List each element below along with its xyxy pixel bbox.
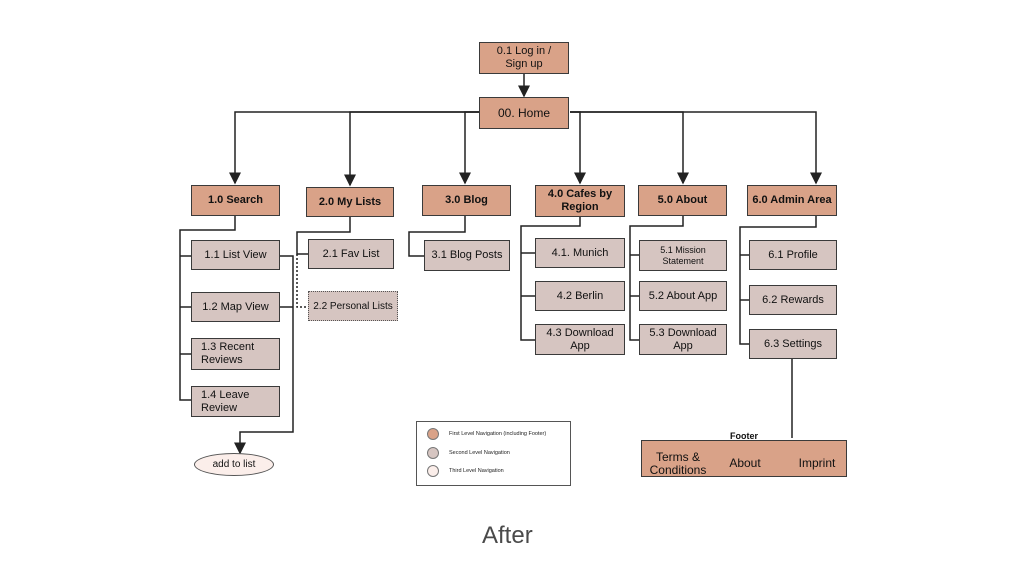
- node-blog: 3.0 Blog: [422, 185, 511, 216]
- footer-label: Footer: [730, 431, 758, 441]
- legend-item-third: Third Level Navigation: [427, 465, 504, 477]
- edge-mylists-personal: [296, 254, 308, 308]
- node-addtolist: add to list: [194, 453, 274, 476]
- node-settings: 6.3 Settings: [749, 329, 837, 359]
- edge-home-blog: [459, 111, 480, 185]
- node-munich: 4.1. Munich: [535, 238, 625, 268]
- node-download5: 5.3 Download App: [639, 324, 727, 355]
- footer-item-imprint: Imprint: [798, 456, 836, 470]
- legend-text-third: Third Level Navigation: [449, 468, 504, 474]
- edge-search-bus: [179, 215, 236, 401]
- legend-item-first: First Level Navigation (including Footer…: [427, 428, 546, 440]
- edge-list-addtolist: [234, 255, 294, 455]
- node-about: 5.0 About: [638, 185, 727, 216]
- node-berlin: 4.2 Berlin: [535, 281, 625, 311]
- edge-home-mylists: [344, 111, 480, 187]
- legend-text-first: First Level Navigation (including Footer…: [449, 431, 547, 437]
- node-recent: 1.3 Recent Reviews: [191, 338, 280, 370]
- legend: First Level Navigation (including Footer…: [416, 421, 571, 486]
- node-profile: 6.1 Profile: [749, 240, 837, 270]
- caption: After: [482, 522, 533, 549]
- edge-blog-posts: [408, 215, 466, 257]
- node-listview: 1.1 List View: [191, 240, 280, 270]
- footer-bar: Terms & Conditions About Imprint: [641, 440, 847, 477]
- node-download4: 4.3 Download App: [535, 324, 625, 355]
- edge-mylists-fav: [296, 217, 351, 255]
- legend-item-second: Second Level Navigation: [427, 447, 510, 459]
- node-mylists: 2.0 My Lists: [306, 187, 394, 217]
- edge-cafes-bus: [520, 217, 581, 341]
- node-rewards: 6.2 Rewards: [749, 285, 837, 315]
- footer-item-terms: Terms & Conditions: [649, 450, 707, 477]
- edge-admin-bus: [739, 215, 817, 345]
- legend-swatch-first: [427, 428, 439, 440]
- node-mapview: 1.2 Map View: [191, 292, 280, 322]
- footer-item-about: About: [729, 456, 761, 470]
- node-admin: 6.0 Admin Area: [747, 185, 837, 216]
- edge-home-cafes: [570, 111, 586, 185]
- legend-swatch-third: [427, 465, 439, 477]
- node-cafes: 4.0 Cafes by Region: [535, 185, 625, 217]
- node-login: 0.1 Log in / Sign up: [479, 42, 569, 74]
- edge-home-search: [229, 111, 480, 185]
- legend-text-second: Second Level Navigation: [449, 450, 510, 456]
- node-search: 1.0 Search: [191, 185, 280, 216]
- edge-about-bus: [629, 215, 684, 341]
- node-leave: 1.4 Leave Review: [191, 386, 280, 417]
- node-home: 00. Home: [479, 97, 569, 129]
- node-favlist: 2.1 Fav List: [308, 239, 394, 269]
- legend-swatch-second: [427, 447, 439, 459]
- node-personal: 2.2 Personal Lists: [308, 291, 398, 321]
- node-blogposts: 3.1 Blog Posts: [424, 240, 510, 271]
- node-mission: 5.1 Mission Statement: [639, 240, 727, 271]
- edge-home-about: [570, 111, 689, 185]
- node-aboutapp: 5.2 About App: [639, 281, 727, 311]
- edge-home-admin: [570, 111, 822, 185]
